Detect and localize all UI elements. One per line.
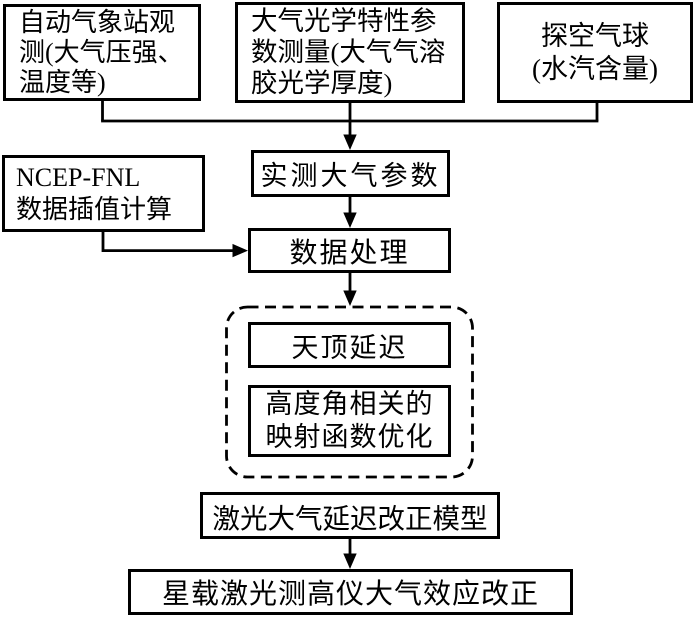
- node-ncep-fnl: NCEP-FNL 数据插值计算: [2, 155, 205, 232]
- arrowhead-to-group: [343, 290, 357, 306]
- node-atmos-effect-correction: 星载激光测高仪大气效应改正: [128, 569, 573, 615]
- connector-ncep-to-process: [101, 231, 235, 252]
- node-measured-atmos-params: 实测大气参数: [251, 150, 450, 197]
- node-ncep-fnl-line: 数据插值计算: [16, 194, 173, 224]
- node-measured-atmos-params-label: 实测大气参数: [260, 161, 441, 191]
- node-delay-correction-model-label: 激光大气延迟改正模型: [212, 502, 488, 534]
- node-optical-params-line: 胶光学厚度): [251, 68, 393, 98]
- node-optical-params-line: 大气光学特性参: [251, 6, 437, 36]
- node-optical-params-line: 数测量(大气气溶: [251, 37, 446, 67]
- node-zenith-delay-label: 天顶延迟: [291, 332, 408, 363]
- node-mapping-function-line: 映射函数优化: [265, 422, 434, 452]
- node-mapping-function: 高度角相关的 映射函数优化: [248, 385, 451, 457]
- arrowhead-ncep-to-process: [232, 243, 248, 258]
- node-ncep-fnl-line: NCEP-FNL: [16, 162, 141, 192]
- node-optical-params: 大气光学特性参 数测量(大气气溶 胶光学厚度): [235, 2, 465, 103]
- node-weather-station-line: 测(大气压强、: [19, 37, 184, 67]
- node-atmos-effect-correction-label: 星载激光测高仪大气效应改正: [161, 579, 539, 610]
- arrowhead-to-measured: [343, 134, 357, 150]
- node-weather-station: 自动气象站观 测(大气压强、 温度等): [3, 4, 201, 101]
- node-zenith-delay: 天顶延迟: [248, 322, 451, 368]
- node-data-processing-label: 数据处理: [289, 237, 410, 269]
- node-delay-correction-model: 激光大气延迟改正模型: [200, 492, 500, 539]
- node-sounding-balloon: 探空气球 (水汽含量): [497, 2, 693, 103]
- node-sounding-balloon-line: 探空气球: [541, 20, 649, 51]
- arrowhead-to-process: [343, 212, 357, 228]
- node-data-processing: 数据处理: [248, 228, 451, 273]
- arrowhead-to-final: [343, 553, 357, 569]
- node-weather-station-line: 自动气象站观: [19, 7, 176, 37]
- dashed-group-border: [225, 305, 474, 479]
- node-weather-station-line: 温度等): [19, 67, 106, 97]
- node-mapping-function-line: 高度角相关的: [265, 389, 434, 419]
- node-sounding-balloon-line: (水汽含量): [532, 53, 658, 84]
